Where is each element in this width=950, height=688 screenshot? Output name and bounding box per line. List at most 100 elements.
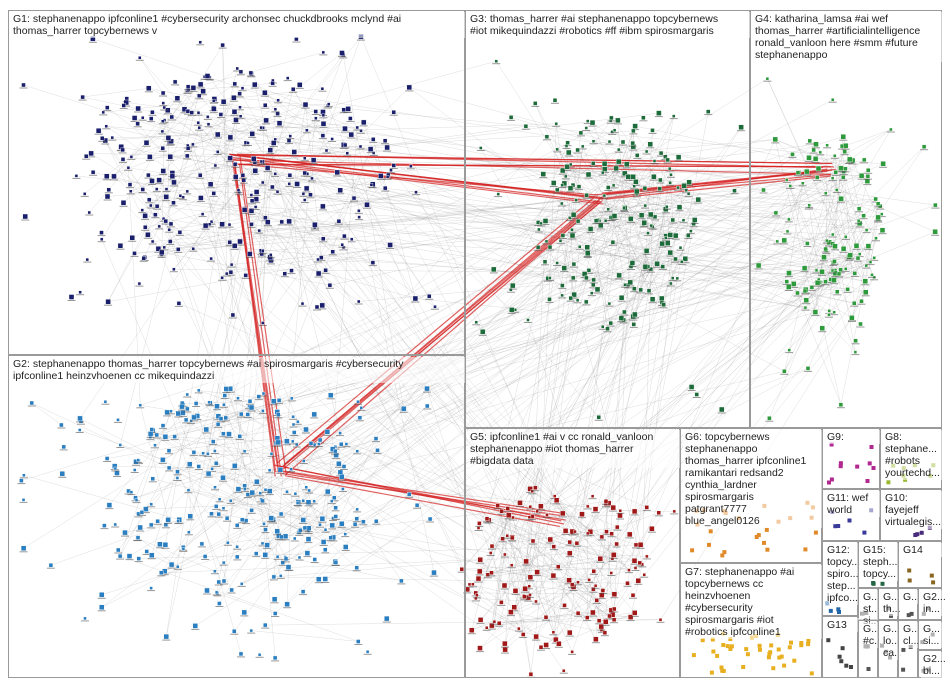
network-node[interactable] xyxy=(226,541,230,545)
network-node[interactable] xyxy=(300,301,305,306)
network-node[interactable] xyxy=(202,554,208,559)
network-node[interactable] xyxy=(412,295,419,302)
network-node[interactable] xyxy=(357,215,361,219)
network-node[interactable] xyxy=(314,304,320,310)
network-node[interactable] xyxy=(324,148,329,153)
network-node[interactable] xyxy=(113,466,118,471)
network-node[interactable] xyxy=(282,271,287,276)
network-node[interactable] xyxy=(320,203,326,210)
network-node[interactable] xyxy=(206,122,211,126)
network-node[interactable] xyxy=(198,195,204,201)
network-node[interactable] xyxy=(351,195,357,201)
group-box-g6[interactable]: G6: topcybernews stephanenappo thomas_ha… xyxy=(680,428,823,563)
network-node[interactable] xyxy=(355,507,359,512)
network-node[interactable] xyxy=(162,245,166,250)
network-node[interactable] xyxy=(293,536,297,541)
network-node[interactable] xyxy=(342,233,347,239)
network-node[interactable] xyxy=(302,101,309,108)
network-node[interactable] xyxy=(168,221,174,227)
network-node[interactable] xyxy=(22,213,28,220)
network-node[interactable] xyxy=(357,209,361,213)
network-node[interactable] xyxy=(261,321,265,325)
group-box-g20[interactable]: G... lo... ca... xyxy=(878,620,901,678)
network-node[interactable] xyxy=(172,267,176,271)
network-node[interactable] xyxy=(323,528,328,532)
network-node[interactable] xyxy=(338,431,342,435)
network-node[interactable] xyxy=(337,187,343,194)
network-node[interactable] xyxy=(117,242,124,249)
network-node[interactable] xyxy=(196,110,201,115)
network-node[interactable] xyxy=(196,388,201,393)
network-node[interactable] xyxy=(237,434,243,439)
network-node[interactable] xyxy=(232,161,238,167)
network-node[interactable] xyxy=(160,457,166,463)
network-node[interactable] xyxy=(249,222,254,227)
network-node[interactable] xyxy=(291,415,295,419)
network-node[interactable] xyxy=(320,133,326,138)
network-node[interactable] xyxy=(249,198,255,204)
network-node[interactable] xyxy=(227,155,233,161)
network-node[interactable] xyxy=(433,305,437,309)
network-node[interactable] xyxy=(127,182,133,187)
network-node[interactable] xyxy=(279,534,284,540)
network-node[interactable] xyxy=(104,173,110,180)
group-box-g1[interactable]: G1: stephanenappo ipfconline1 #cybersecu… xyxy=(8,10,465,355)
network-node[interactable] xyxy=(161,101,166,105)
network-node[interactable] xyxy=(141,256,146,261)
network-node[interactable] xyxy=(143,139,150,146)
network-node[interactable] xyxy=(286,218,292,225)
network-node[interactable] xyxy=(232,463,238,469)
network-node[interactable] xyxy=(223,386,230,392)
network-node[interactable] xyxy=(406,84,412,91)
network-node[interactable] xyxy=(296,420,300,424)
network-node[interactable] xyxy=(121,103,126,108)
network-node[interactable] xyxy=(286,76,290,80)
network-node[interactable] xyxy=(163,194,169,200)
network-node[interactable] xyxy=(256,394,261,399)
network-node[interactable] xyxy=(348,116,353,121)
network-node[interactable] xyxy=(185,153,190,159)
network-node[interactable] xyxy=(129,235,136,241)
network-node[interactable] xyxy=(378,173,384,179)
network-node[interactable] xyxy=(321,113,326,118)
network-node[interactable] xyxy=(157,541,163,547)
network-node[interactable] xyxy=(248,70,254,76)
network-node[interactable] xyxy=(224,516,230,521)
network-node[interactable] xyxy=(232,81,238,87)
network-node[interactable] xyxy=(215,150,220,154)
network-node[interactable] xyxy=(241,609,248,616)
network-node[interactable] xyxy=(364,201,370,208)
group-box-g18[interactable]: G... xyxy=(898,588,921,620)
network-node[interactable] xyxy=(147,431,154,437)
network-node[interactable] xyxy=(146,172,151,178)
network-node[interactable] xyxy=(357,299,361,304)
network-node[interactable] xyxy=(330,137,334,141)
network-node[interactable] xyxy=(135,121,140,127)
network-node[interactable] xyxy=(327,283,333,288)
network-node[interactable] xyxy=(235,554,240,560)
network-node[interactable] xyxy=(78,290,82,294)
network-node[interactable] xyxy=(246,141,250,145)
network-node[interactable] xyxy=(277,467,284,473)
network-node[interactable] xyxy=(104,193,111,200)
network-node[interactable] xyxy=(163,218,169,224)
network-node[interactable] xyxy=(233,174,239,180)
network-node[interactable] xyxy=(297,555,302,560)
network-node[interactable] xyxy=(344,442,349,446)
network-node[interactable] xyxy=(330,249,335,255)
network-node[interactable] xyxy=(213,163,218,168)
network-node[interactable] xyxy=(197,125,201,130)
network-node[interactable] xyxy=(218,112,224,117)
network-node[interactable] xyxy=(280,560,285,565)
network-node[interactable] xyxy=(176,519,180,523)
network-node[interactable] xyxy=(262,522,266,526)
network-node[interactable] xyxy=(238,105,242,110)
network-node[interactable] xyxy=(150,239,155,244)
network-node[interactable] xyxy=(237,238,243,245)
network-node[interactable] xyxy=(285,490,289,494)
network-node[interactable] xyxy=(305,128,309,133)
network-node[interactable] xyxy=(230,312,236,318)
network-node[interactable] xyxy=(345,151,349,156)
network-node[interactable] xyxy=(259,159,264,164)
network-node[interactable] xyxy=(312,221,318,228)
